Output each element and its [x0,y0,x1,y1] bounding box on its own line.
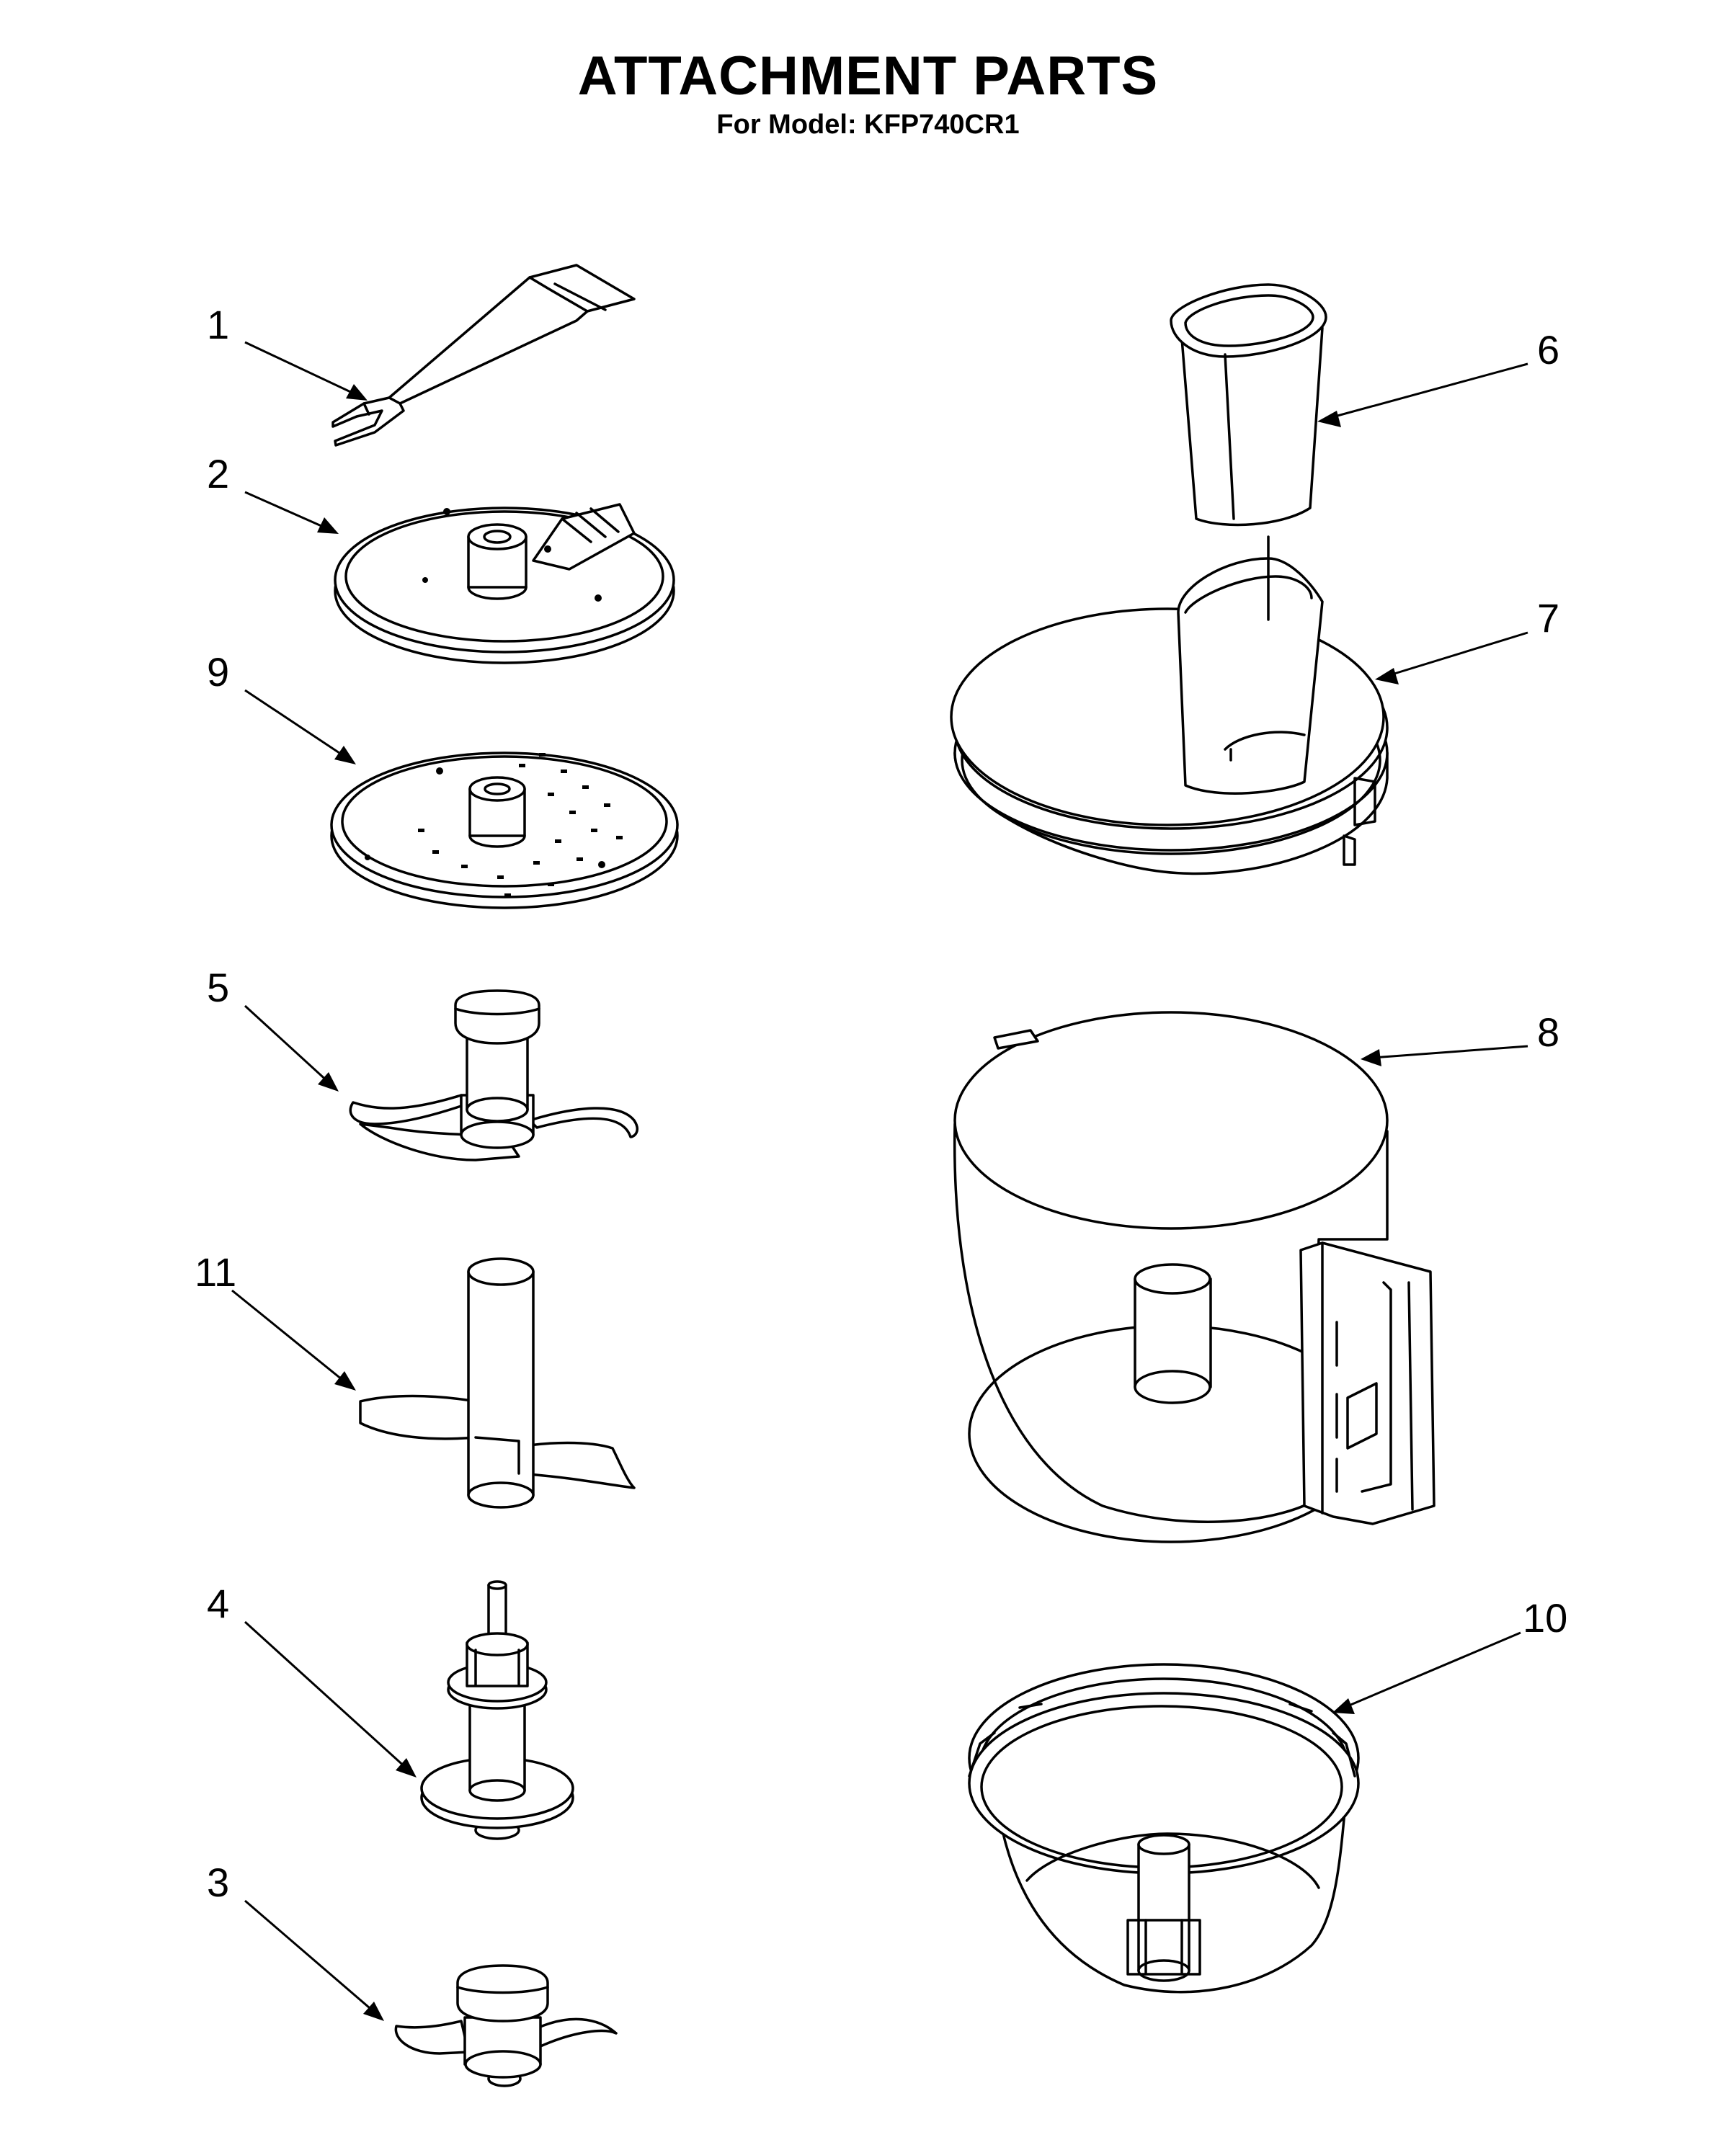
leader-11 [231,1289,347,1384]
callout-7: 7 [1537,595,1560,641]
part-4-stem [420,1580,574,1840]
part-6-small-food-pusher [1170,283,1327,527]
leader-4 [244,1620,409,1770]
shredding-holes [418,753,623,897]
leader-9-arrowhead [334,746,356,764]
part-9-shredding-disc [330,751,679,909]
part-7-bowl-cover [950,535,1389,875]
callout-8: 8 [1537,1009,1560,1055]
part-8-work-bowl [953,1011,1435,1543]
callout-2: 2 [207,451,230,496]
callout-5: 5 [207,965,230,1010]
leader-2-arrowhead [317,517,339,534]
leader-10-arrowhead [1332,1698,1355,1714]
leader-lines [231,341,1528,2021]
leader-6 [1329,362,1528,419]
leader-10 [1343,1631,1521,1709]
leader-7-arrowhead [1375,668,1399,684]
leader-3 [244,1899,375,2014]
callout-10: 10 [1523,1595,1568,1641]
leader-6-arrowhead [1317,411,1341,427]
leader-3-arrowhead [363,2002,384,2021]
callout-11: 11 [195,1249,237,1295]
callout-9: 9 [207,649,230,695]
part-2-slicing-disc [334,503,675,664]
leader-8 [1372,1045,1528,1059]
callout-3: 3 [207,1860,230,1905]
callout-4: 4 [207,1581,230,1626]
leader-1-arrowhead [346,384,368,401]
callout-1: 1 [207,302,230,347]
leader-9 [244,689,347,759]
leader-5 [244,1004,331,1084]
part-11-dough-blade [359,1257,636,1509]
model-subtitle: For Model: KFP740CR1 [716,110,1020,140]
leader-11-arrowhead [334,1371,356,1391]
leader-8-arrowhead [1361,1049,1381,1066]
leader-7 [1386,631,1528,677]
part-1-tool [331,264,636,447]
callout-6: 6 [1537,327,1560,373]
page-title: ATTACHMENT PARTS [577,45,1159,107]
leader-1 [244,341,357,396]
part-3-mini-blade [394,1964,618,2087]
part-10-mini-bowl [968,1663,1360,1994]
leader-2 [244,491,329,530]
part-5-multipurpose-blade [349,989,638,1161]
leader-4-arrowhead [396,1758,417,1778]
leader-5-arrowhead [318,1072,339,1092]
